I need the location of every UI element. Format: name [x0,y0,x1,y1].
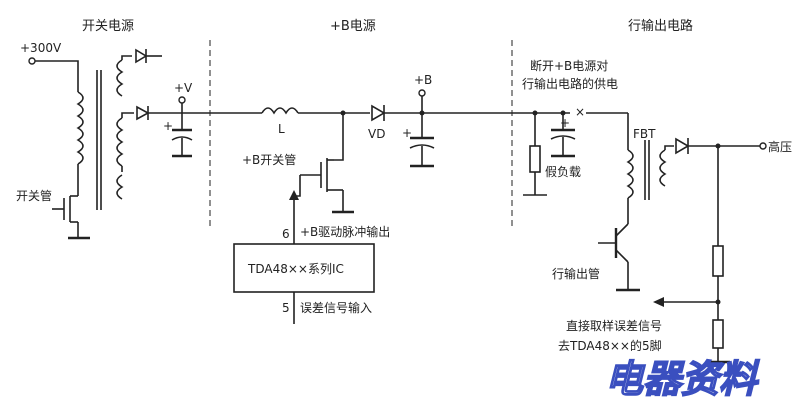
transformer-fbt-icon [626,149,634,199]
label-drive-out: +B驱动脉冲输出 [300,224,390,239]
diode-icon [135,48,148,64]
section-dividers [209,40,513,230]
switch-psu-block: +300V + [16,41,193,240]
arrow-icon [653,297,664,307]
transistor-icon [598,223,629,263]
svg-text:+: + [163,119,173,133]
label-plus-v: +V [174,81,193,95]
label-disconnect-1: 断开+B电源对 [530,58,608,73]
svg-text:×: × [575,105,585,119]
label-high-voltage: 高压 [768,139,792,154]
transformer-primary-icon [76,91,84,165]
capacitor-icon: + [163,119,193,141]
capacitor-icon: + [550,116,576,140]
label-plus-b: +B [414,73,432,87]
label-dummy-load: 假负载 [545,165,581,179]
resistor-icon [712,245,724,277]
label-switch-tube: 开关管 [16,188,52,203]
label-b-switch-tube: +B开关管 [242,152,296,167]
watermark-logo: 电器资料 [605,356,760,400]
mosfet-icon [300,158,343,192]
label-fbt: FBT [633,127,656,141]
arrow-icon [289,190,299,200]
label-error-in: 误差信号输入 [300,300,372,315]
line-output-block: 断开+B电源对 行输出电路的供电 × 假负载 + FBT [520,58,792,364]
svg-text:+: + [560,116,570,130]
b-psu-block: L VD +B + [182,73,520,324]
label-pin6: 6 [282,227,290,241]
label-inductor: L [278,122,285,136]
label-ic: TDA48××系列IC [247,262,344,276]
section-title-switch-psu: 开关电源 [82,19,134,34]
diode-icon [136,105,150,121]
section-title-line-output: 行输出电路 [628,18,693,34]
ic-box [233,243,375,293]
transformer-secondary-icon [116,59,124,97]
section-title-b-psu: +B电源 [330,19,376,34]
label-pin5: 5 [282,301,290,315]
capacitor-icon: + [402,126,435,149]
diode-icon [675,137,690,155]
mosfet-icon [52,195,78,223]
label-disconnect-2: 行输出电路的供电 [522,76,618,91]
diode-vd-icon [371,104,386,122]
resistor-icon [712,319,724,349]
label-sample-1: 直接取样误差信号 [566,318,662,333]
label-300v: +300V [20,41,62,55]
label-diode-vd: VD [368,127,385,141]
svg-text:+: + [402,126,412,140]
resistor-icon [529,145,541,173]
inductor-icon [261,107,299,115]
label-line-output-tube: 行输出管 [552,266,600,281]
label-sample-2: 去TDA48××的5脚 [558,338,662,353]
